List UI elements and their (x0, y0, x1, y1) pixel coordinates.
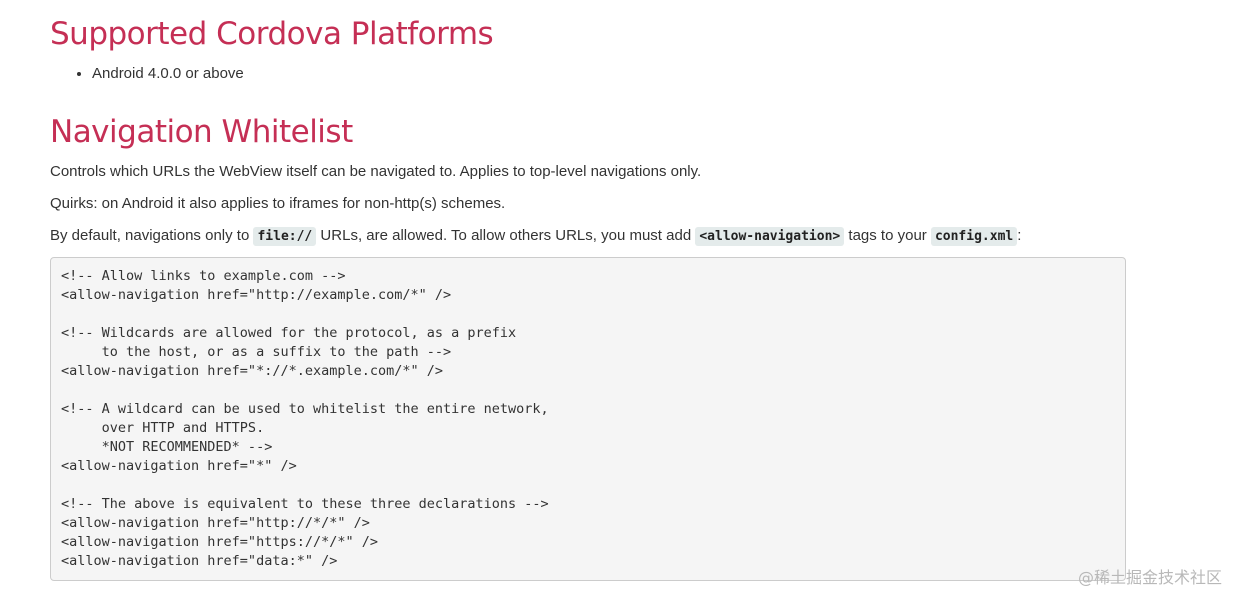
platform-list: Android 4.0.0 or above (50, 63, 244, 85)
watermark: @稀土掘金技术社区 (1077, 568, 1222, 587)
platform-list-item: Android 4.0.0 or above (92, 63, 244, 85)
inline-code-allow-navigation: <allow-navigation> (695, 227, 845, 246)
paragraph-text: URLs, are allowed. To allow others URLs,… (316, 227, 696, 244)
supported-platforms-heading: Supported Cordova Platforms (50, 16, 494, 52)
paragraph-text: : (1017, 227, 1022, 244)
inline-code-file-scheme: file:// (253, 227, 317, 246)
paragraph-text: By default, navigations only to (50, 227, 254, 244)
inline-code-config-xml: config.xml (930, 227, 1018, 246)
navigation-whitelist-heading: Navigation Whitelist (50, 114, 353, 150)
default-behavior-paragraph: By default, navigations only to file:// … (50, 225, 1021, 248)
code-block[interactable]: <!-- Allow links to example.com --> <all… (50, 257, 1126, 581)
quirks-paragraph: Quirks: on Android it also applies to if… (50, 195, 506, 212)
paragraph-text: tags to your (844, 227, 931, 244)
description-paragraph: Controls which URLs the WebView itself c… (50, 163, 702, 180)
